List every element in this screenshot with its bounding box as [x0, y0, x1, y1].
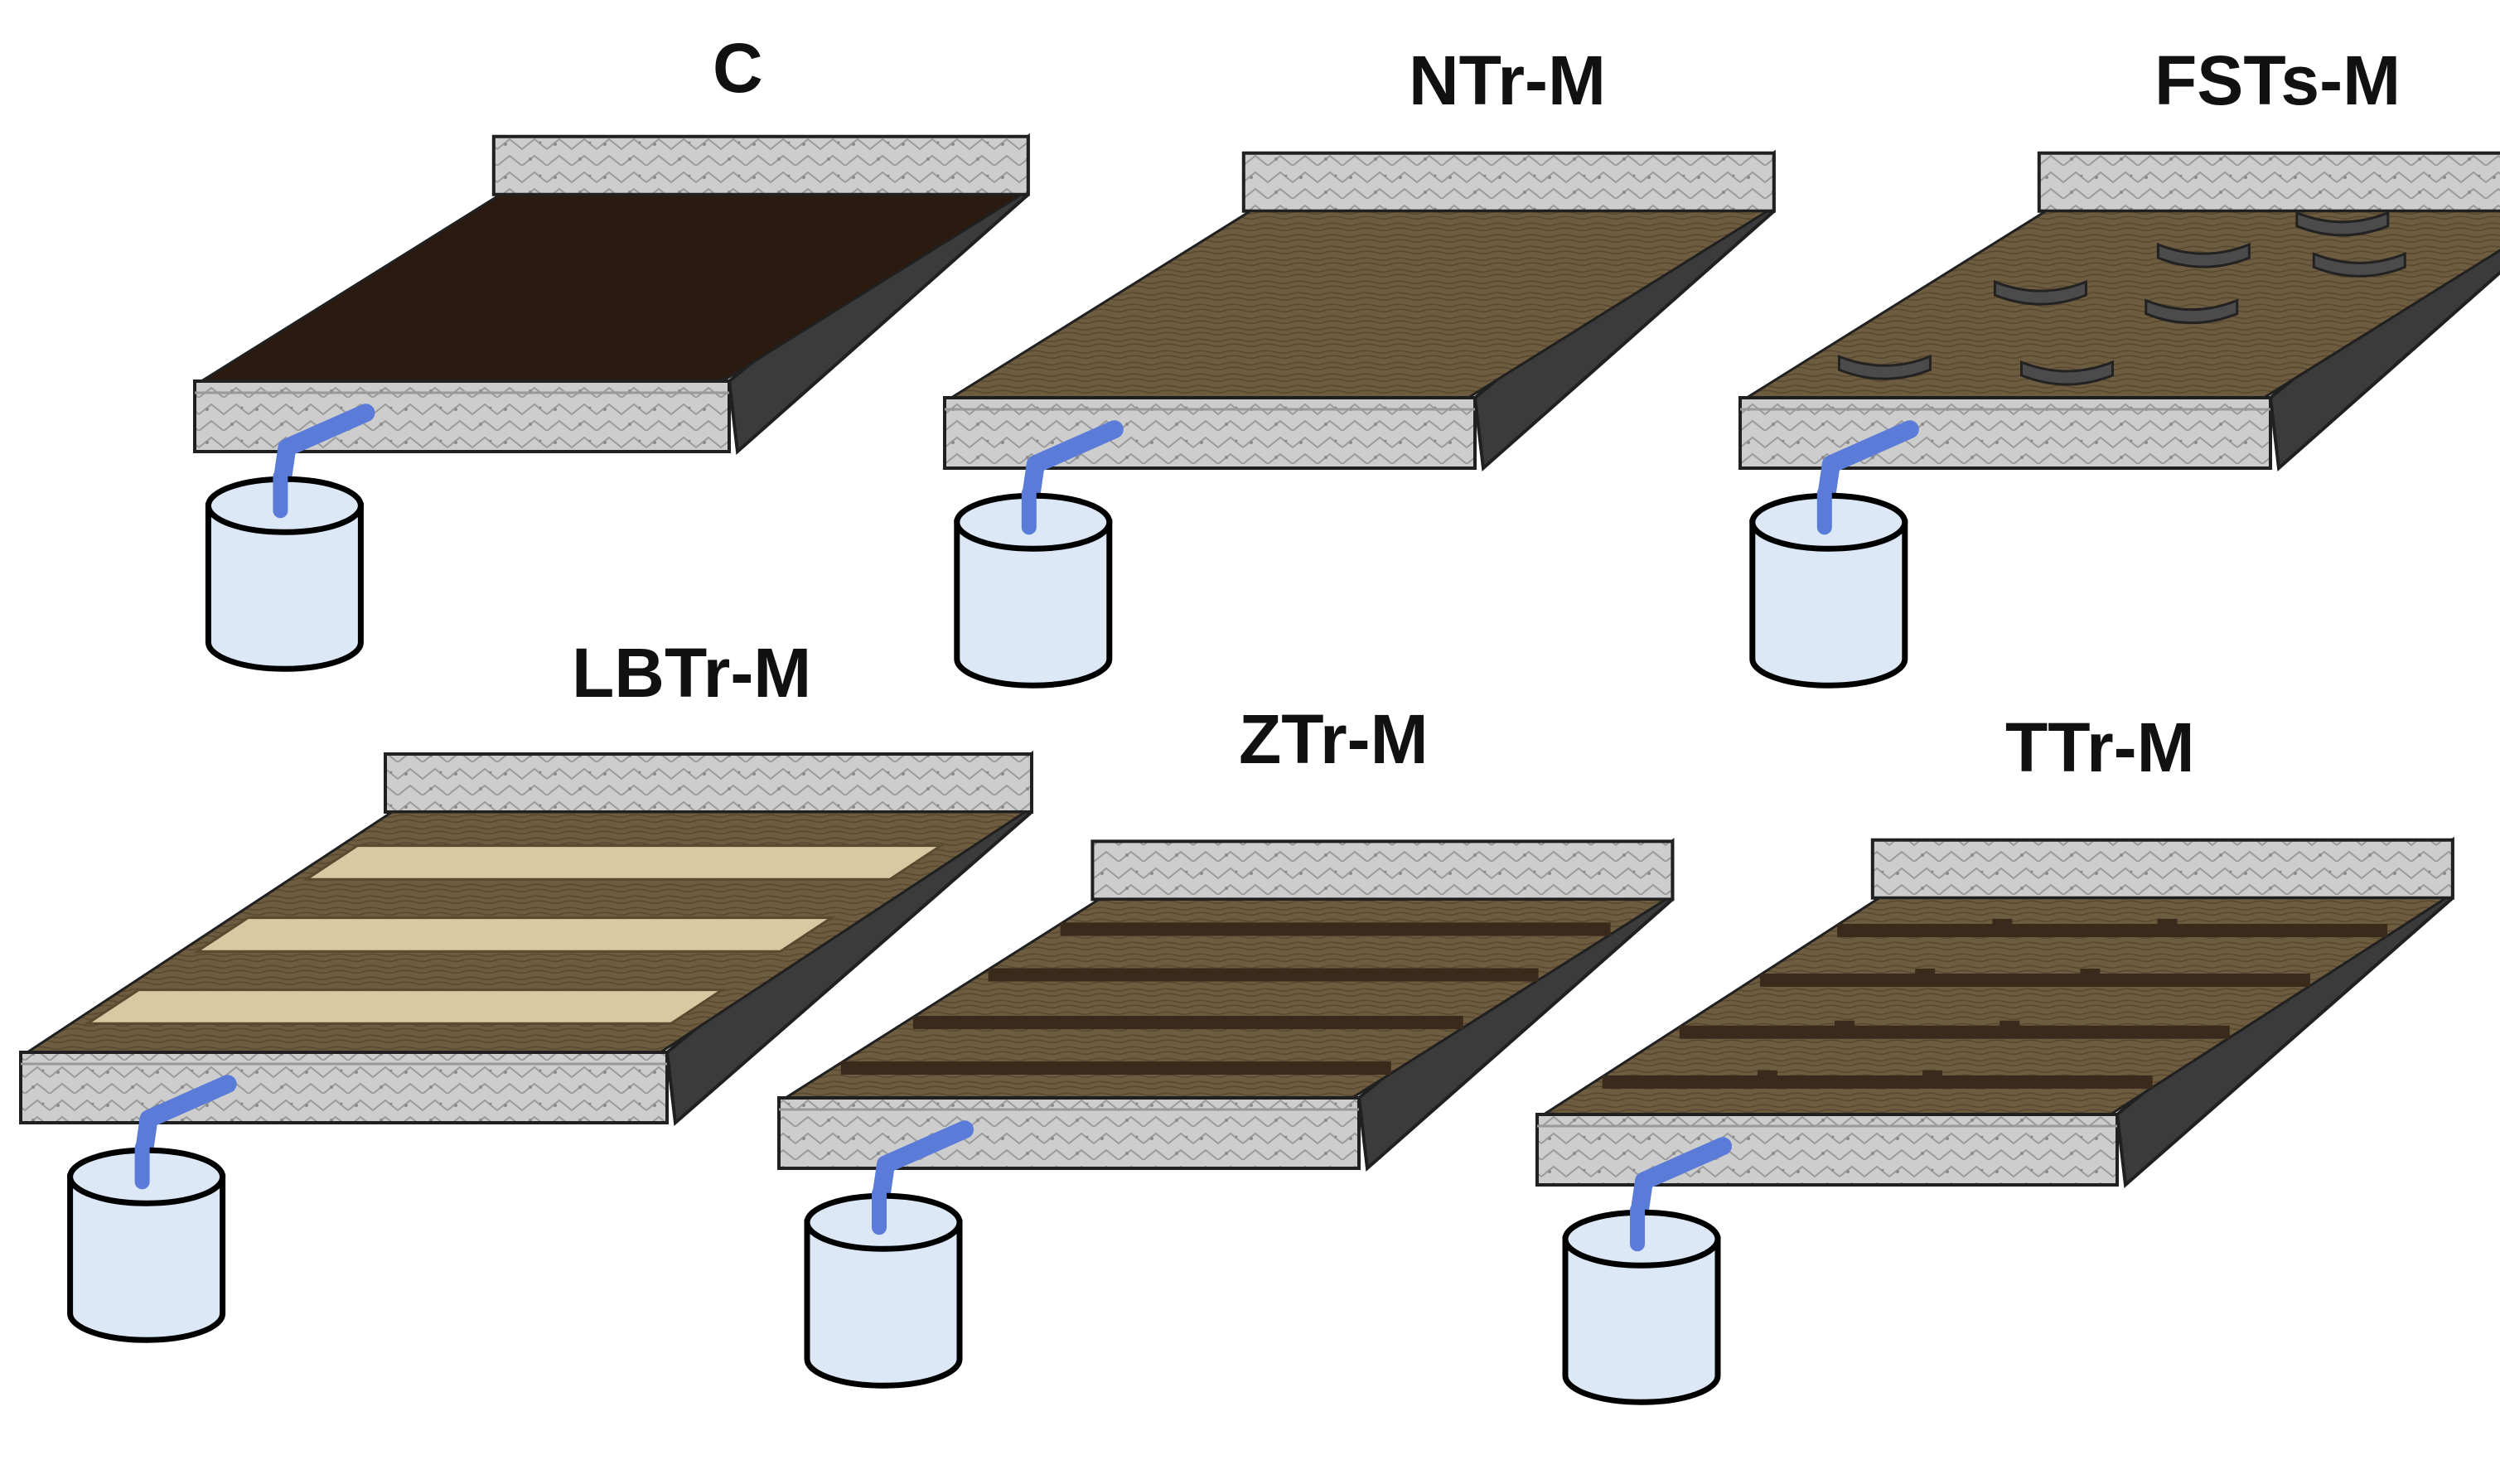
collector-bucket-icon: [205, 502, 364, 672]
mulch-arc: [2295, 210, 2390, 237]
mulch-arc: [1837, 355, 1932, 380]
plot-back-wall: [384, 752, 1033, 814]
plot-label: FSTs-M: [2154, 41, 2401, 119]
plot-label: LBTr-M: [572, 634, 812, 712]
mulch-arc: [2312, 252, 2406, 278]
plot-lbtr-m: [19, 750, 1033, 1343]
plot-back-wall: [2037, 151, 2500, 213]
tie-ridge: [1922, 1070, 1943, 1087]
tie-ridge: [1992, 918, 2013, 935]
collector-bucket-icon: [1749, 519, 1908, 689]
tie-ridge: [2000, 1020, 2020, 1037]
plot-ztr-m: [777, 838, 1675, 1389]
mulch-arc: [2156, 242, 2251, 268]
plot-back-wall: [491, 134, 1030, 196]
mulch-arc: [2020, 360, 2114, 386]
tie-ridge: [1835, 1020, 1855, 1037]
plot-fsts-m: [1738, 151, 2500, 689]
mulch-arc: [2145, 298, 2239, 325]
tie-ridge: [2157, 918, 2178, 935]
plot-back-wall: [1241, 151, 1776, 213]
plot-label: TTr-M: [2005, 708, 2195, 786]
tie-ridge: [1915, 969, 1936, 986]
tie-ridge: [2080, 969, 2101, 986]
collector-bucket-icon: [954, 519, 1113, 689]
tie-ridge: [1757, 1070, 1777, 1087]
plot-label: NTr-M: [1409, 41, 1606, 119]
collector-bucket-icon: [804, 1219, 963, 1389]
plot-back-wall: [1090, 839, 1675, 902]
collector-bucket-icon: [1562, 1235, 1721, 1405]
plot-label: ZTr-M: [1239, 700, 1429, 778]
plot-c: [193, 133, 1030, 672]
barrier-band: [192, 916, 836, 953]
collector-bucket-icon: [67, 1173, 226, 1343]
plot-ntr-m: [943, 149, 1776, 689]
barrier-band: [83, 989, 727, 1025]
mulch-arc: [1993, 279, 2087, 306]
plot-label: C: [713, 29, 763, 107]
plot-back-wall: [1870, 838, 2454, 900]
barrier-band: [302, 844, 945, 881]
plot-ttr-m: [1535, 836, 2454, 1405]
